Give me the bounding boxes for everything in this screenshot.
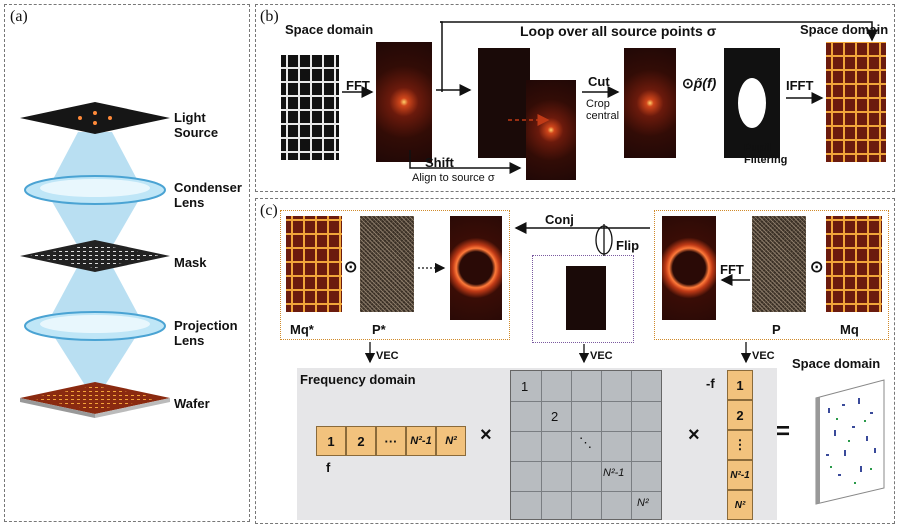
odot-right: ⊙: [810, 259, 824, 276]
matrix-diag-n2-1: N²-1: [603, 467, 625, 479]
diagonal-matrix: 1 2 ⋱ N²-1 N²: [510, 370, 662, 520]
cut-label: Cut: [588, 74, 610, 89]
matrix-diag-2: 2: [551, 409, 559, 424]
p-star-image: [360, 216, 414, 312]
col-cell-1: 1: [727, 370, 753, 400]
source-points-image: [566, 266, 606, 330]
mq-image: [826, 216, 882, 312]
panel-c: [255, 198, 895, 524]
matrix-diag-dots: ⋱: [579, 435, 592, 450]
beam-2: [50, 198, 140, 250]
right-ring-image: [662, 216, 716, 320]
row-cell-2: 2: [346, 426, 376, 456]
col-cell-5: N²: [727, 490, 753, 520]
row-cell-4: N²-1: [406, 426, 436, 456]
matrix-diag-n2: N²: [637, 497, 649, 509]
vec-left: VEC: [376, 350, 399, 362]
neg-f-label: -f: [706, 376, 715, 391]
row-cell-1: 1: [316, 426, 346, 456]
right-group-box: [654, 210, 889, 340]
p-image: [752, 216, 806, 312]
light-source-plate: [20, 102, 170, 134]
equals-sign: =: [776, 418, 791, 445]
aerial-image: [826, 42, 886, 162]
panel-c-tag: (c): [260, 202, 278, 219]
col-cell-2: 2: [727, 400, 753, 430]
p-star-label: P*: [372, 322, 386, 337]
result-space-image: [815, 379, 885, 505]
shifted-source-image: [478, 48, 530, 158]
mq-star-label: Mq*: [290, 322, 314, 337]
col-cell-4: N²-1: [727, 460, 753, 490]
cropped-spectrum-image: [624, 48, 676, 158]
mq-label: Mq: [840, 322, 859, 337]
panel-a: [4, 4, 250, 522]
left-ring-image: [450, 216, 502, 320]
align-label: Align to source σ: [412, 172, 495, 184]
row-cell-3: ···: [376, 426, 406, 456]
col-cell-3: ⋮: [727, 430, 753, 460]
pupil-image: [724, 48, 780, 158]
ifft-label: IFFT: [786, 78, 814, 93]
mq-star-image: [286, 216, 342, 312]
beam-3: [50, 262, 140, 318]
label-mask: Mask: [174, 255, 207, 270]
odot-left: ⊙: [344, 259, 358, 276]
fft-label-c: FFT: [720, 262, 744, 277]
label-wafer: Wafer: [174, 396, 210, 411]
panel-a-tag: (a): [10, 8, 28, 25]
loop-label: Loop over all source points σ: [520, 23, 717, 39]
f-label: f: [326, 460, 331, 475]
beam-4: [50, 330, 140, 390]
beam-1: [50, 132, 140, 185]
source-box: [532, 255, 634, 343]
panel-b: [255, 4, 895, 192]
space-domain-c: Space domain: [792, 356, 881, 371]
lithography-stack: [20, 102, 170, 418]
spectrum-image: [376, 42, 432, 162]
left-group-box: [280, 210, 510, 340]
panel-b-tag: (b): [260, 8, 279, 25]
shifted-spectrum-image: [526, 80, 576, 180]
conj-label: Conj: [545, 212, 574, 227]
matrix-diag-1: 1: [521, 379, 529, 394]
vec-right: VEC: [752, 350, 775, 362]
times-2: ×: [688, 424, 700, 446]
space-domain-left: Space domain: [285, 22, 374, 37]
flip-label: Flip: [616, 238, 640, 253]
times-1: ×: [480, 424, 492, 446]
pupil-function-label: ⊙p̃(f): [682, 75, 717, 91]
shift-label: Shift: [425, 155, 454, 170]
vec-middle: VEC: [590, 350, 613, 362]
p-label: P: [772, 322, 781, 337]
row-cell-5: N²: [436, 426, 466, 456]
mask-image: [281, 55, 339, 160]
frequency-domain-label: Frequency domain: [300, 372, 416, 387]
